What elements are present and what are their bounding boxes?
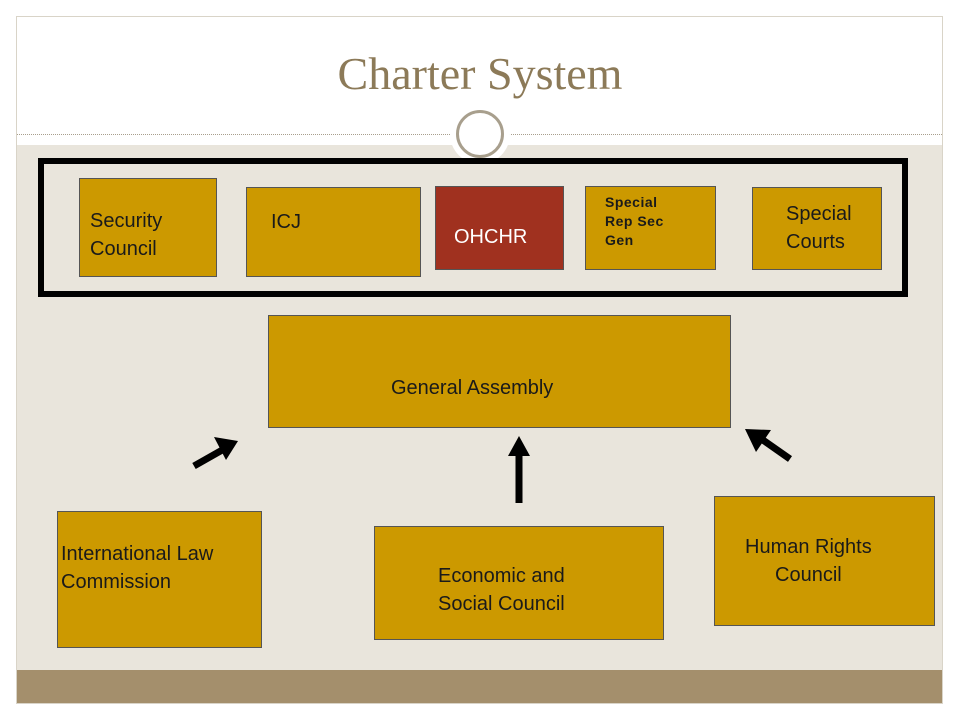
special-rep-box: Special Rep Sec Gen [585,186,716,270]
ohchr-box: OHCHR [435,186,564,270]
ilc-label: International Law Commission [61,543,214,593]
slide-title: Charter System [337,48,623,99]
icj-label: ICJ [271,211,301,233]
bottom-band [17,670,942,703]
general-assembly-box: General Assembly [268,315,731,428]
special-rep-label: Special Rep Sec Gen [605,194,664,248]
security-council-label: Security Council [90,210,163,260]
arrow-ecosoc-to-ga [508,436,530,503]
hrc-box: Human Rights Council [714,496,935,626]
arrow-hrc-to-ga [745,429,793,462]
general-assembly-label: General Assembly [391,377,554,399]
ohchr-label: OHCHR [454,226,528,248]
icj-box: ICJ [246,187,421,277]
ecosoc-box: Economic and Social Council [374,526,664,640]
arrow-ilc-to-ga [192,437,238,470]
ilc-box: International Law Commission [57,511,262,648]
hrc-label: Human Rights Council [745,536,872,586]
special-courts-box: Special Courts [752,187,882,270]
charter-bodies-frame [38,158,908,297]
divider-ornament-ring [456,110,504,158]
ecosoc-label: Economic and Social Council [438,565,565,615]
special-courts-label: Special Courts [786,203,852,253]
security-council-box: Security Council [79,178,217,277]
